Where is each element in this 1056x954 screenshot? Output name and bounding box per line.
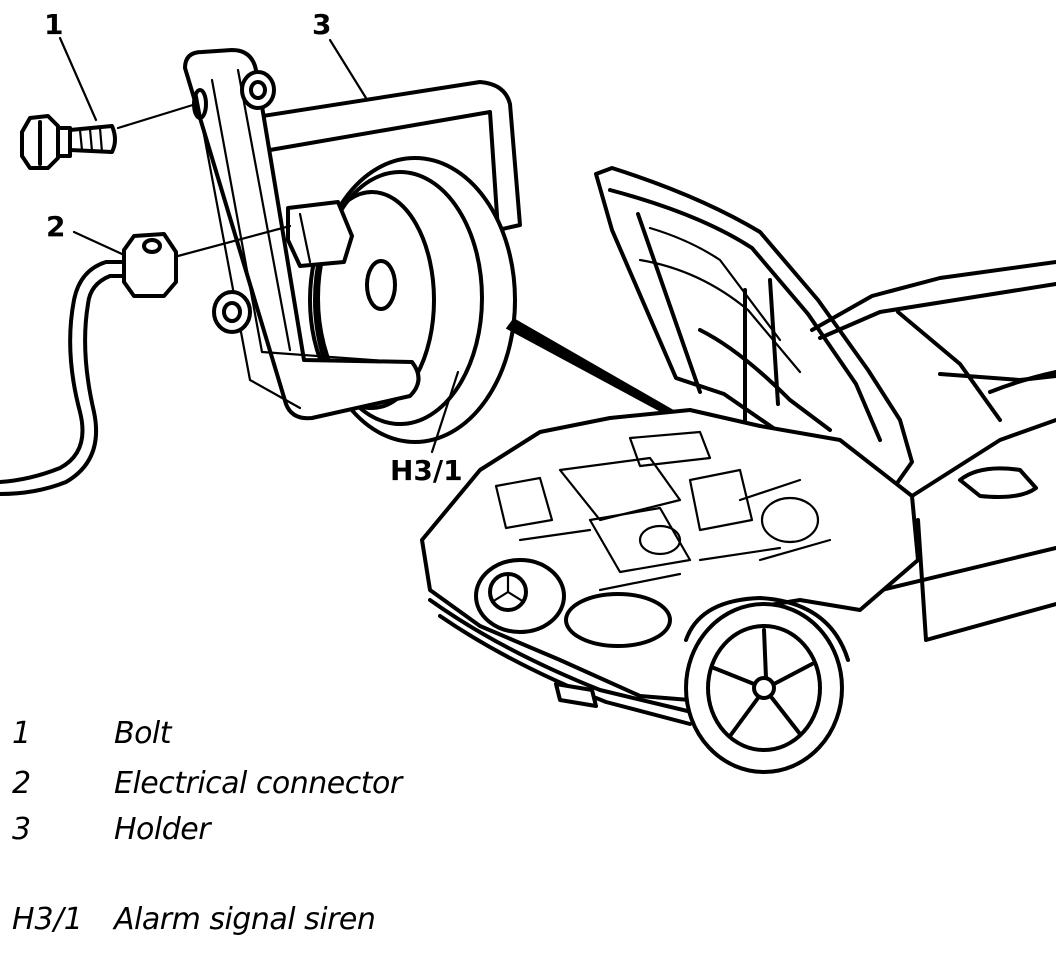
callout-3: 3 [312, 8, 331, 41]
legend-key: 3 [12, 812, 32, 847]
leader-connector-callout [72, 230, 124, 256]
car-body-side [910, 418, 1056, 498]
leader-lines [58, 36, 690, 454]
hood-strut-right [768, 278, 780, 406]
legend-key: H3/1 [12, 902, 83, 937]
leader-bolt-callout [58, 36, 98, 122]
holder-arm [248, 80, 522, 232]
callout-1: 1 [44, 8, 63, 41]
legend-key: 2 [12, 766, 32, 801]
leader-bolt-axis [116, 102, 198, 130]
leader-siren [430, 370, 460, 454]
leader-holder [328, 38, 368, 100]
car-front-body [420, 408, 920, 702]
legend-text: Electrical connector [114, 766, 402, 801]
siren-assembly [183, 48, 522, 444]
legend-text: Holder [114, 812, 211, 847]
callouts: 1 3 2 H3/1 [44, 8, 463, 487]
car-illustration [420, 166, 1056, 774]
front-wheel [684, 602, 844, 774]
headlight [564, 592, 672, 648]
bracket-bolt-top [240, 70, 276, 110]
callout-2: 2 [46, 210, 65, 243]
bolt [20, 114, 117, 170]
legend-text: Alarm signal siren [114, 902, 376, 937]
grille [474, 558, 566, 634]
side-mirror [958, 466, 1038, 499]
bracket-bolt-bottom [212, 290, 252, 334]
leader-connector-axis [176, 224, 292, 258]
connector-socket [286, 200, 354, 268]
callout-h3-1: H3/1 [390, 454, 463, 487]
legend-text: Bolt [114, 716, 172, 751]
engine-bay [494, 430, 832, 592]
mounting-bracket [183, 48, 421, 421]
electrical-connector [0, 232, 178, 496]
car-windscreen [810, 260, 1056, 332]
legend-key: 1 [12, 716, 32, 751]
